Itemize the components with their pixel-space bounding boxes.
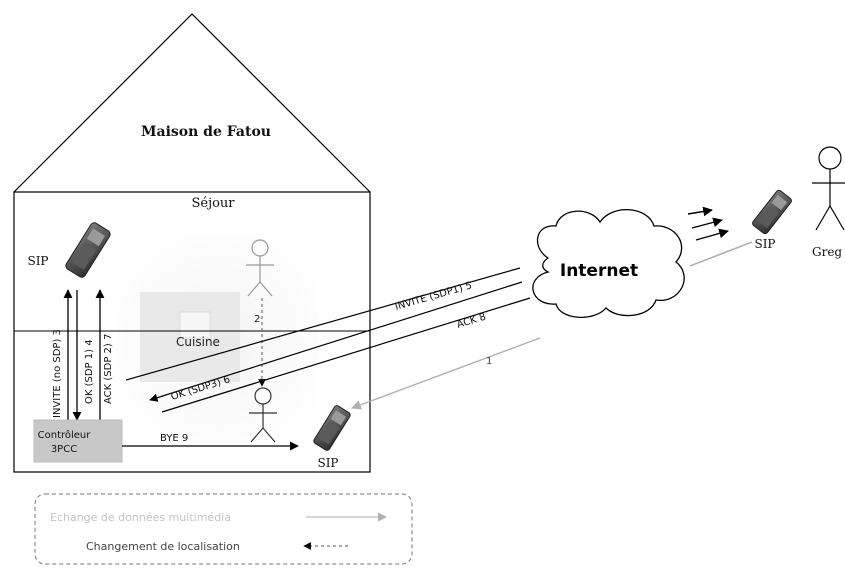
kitchen-inner bbox=[179, 311, 211, 339]
msg-ack: ACK 8 bbox=[456, 312, 488, 331]
arrow-ack bbox=[161, 297, 531, 413]
person-label-greg: Greg bbox=[812, 245, 842, 259]
sip-label-greg: SIP bbox=[754, 237, 775, 251]
msg-step2: 2 bbox=[254, 314, 260, 325]
internet-cloud-icon bbox=[532, 209, 685, 319]
house-title: Maison de Fatou bbox=[141, 124, 271, 140]
arrow-media-to-greg bbox=[689, 241, 753, 267]
phone-icon-greg bbox=[752, 189, 792, 235]
msg-step1: 1 bbox=[486, 356, 492, 367]
signal-arrow-2 bbox=[691, 217, 723, 229]
controller-label-line1: Contrôleur bbox=[38, 429, 92, 441]
legend-media-label: Echange de données multimédia bbox=[50, 511, 231, 524]
msg-bye: BYE 9 bbox=[160, 433, 188, 444]
kitchen-label: Cuisine bbox=[176, 335, 220, 349]
person-icon-greg bbox=[812, 146, 845, 231]
person-icon-after bbox=[249, 387, 277, 443]
controller-box bbox=[33, 419, 123, 463]
msg-ok-sdp1: OK (SDP 1) 4 bbox=[84, 339, 95, 404]
sip-label-home: SIP bbox=[27, 254, 48, 268]
phone-icon-home bbox=[65, 222, 111, 278]
signal-arrow-3 bbox=[695, 228, 729, 241]
living-room-label: Séjour bbox=[191, 196, 235, 211]
legend-box bbox=[34, 493, 413, 565]
signal-arrow-1 bbox=[687, 206, 713, 217]
arrow-invite-sdp1 bbox=[125, 267, 521, 381]
controller-label-line2: 3PCC bbox=[51, 444, 77, 455]
internet-label: Internet bbox=[560, 261, 638, 281]
arrow-ok-sdp3 bbox=[149, 281, 523, 402]
msg-invite-nosdp: INVITE (no SDP) 3 bbox=[52, 329, 63, 418]
house-roof bbox=[13, 13, 371, 193]
msg-ack-sdp2: ACK (SDP 2) 7 bbox=[103, 334, 114, 404]
person-icon-before bbox=[246, 239, 274, 297]
arrow-media-to-kitchen bbox=[351, 337, 541, 410]
msg-invite-sdp1: INVITE (SDP1) 5 bbox=[394, 280, 474, 313]
phone-icon-kitchen bbox=[313, 405, 351, 451]
sip-label-kitchen: SIP bbox=[317, 456, 338, 470]
legend-location-label: Changement de localisation bbox=[86, 540, 240, 553]
